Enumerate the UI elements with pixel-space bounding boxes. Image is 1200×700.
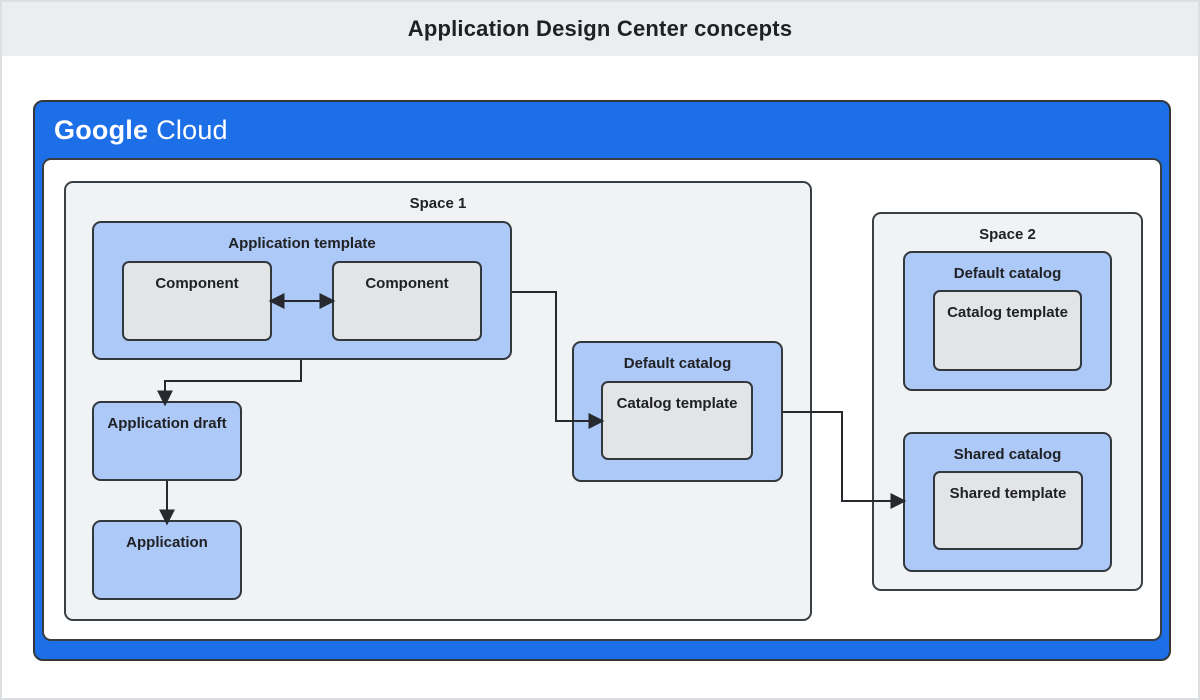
google-cloud-logo: Google Cloud (54, 112, 228, 148)
shared-template-box: Shared template (933, 471, 1083, 550)
component-box-1: Component (122, 261, 272, 341)
catalog-template-space2-box: Catalog template (933, 290, 1082, 371)
application-box: Application (92, 520, 242, 600)
shared-template-label: Shared template (949, 485, 1067, 502)
component-2-label: Component (365, 275, 449, 292)
logo-word-cloud: Cloud (156, 114, 228, 145)
space-2-label: Space 2 (979, 226, 1036, 243)
application-draft-label: Application draft (107, 415, 227, 432)
component-box-2: Component (332, 261, 482, 341)
catalog-template-space2-label: Catalog template (947, 304, 1068, 321)
catalog-template-space1-label: Catalog template (616, 395, 738, 412)
title-banner: Application Design Center concepts (2, 2, 1198, 56)
application-label: Application (126, 534, 208, 551)
default-catalog-space2-label: Default catalog (953, 265, 1062, 282)
default-catalog-space1-label: Default catalog (623, 355, 732, 372)
shared-catalog-label: Shared catalog (953, 446, 1062, 463)
space-1-label: Space 1 (409, 195, 467, 212)
application-template-label: Application template (228, 235, 376, 252)
page-title: Application Design Center concepts (407, 16, 793, 41)
catalog-template-space1-box: Catalog template (601, 381, 753, 460)
application-draft-box: Application draft (92, 401, 242, 481)
component-1-label: Component (155, 275, 239, 292)
logo-word-google: Google (54, 114, 149, 145)
